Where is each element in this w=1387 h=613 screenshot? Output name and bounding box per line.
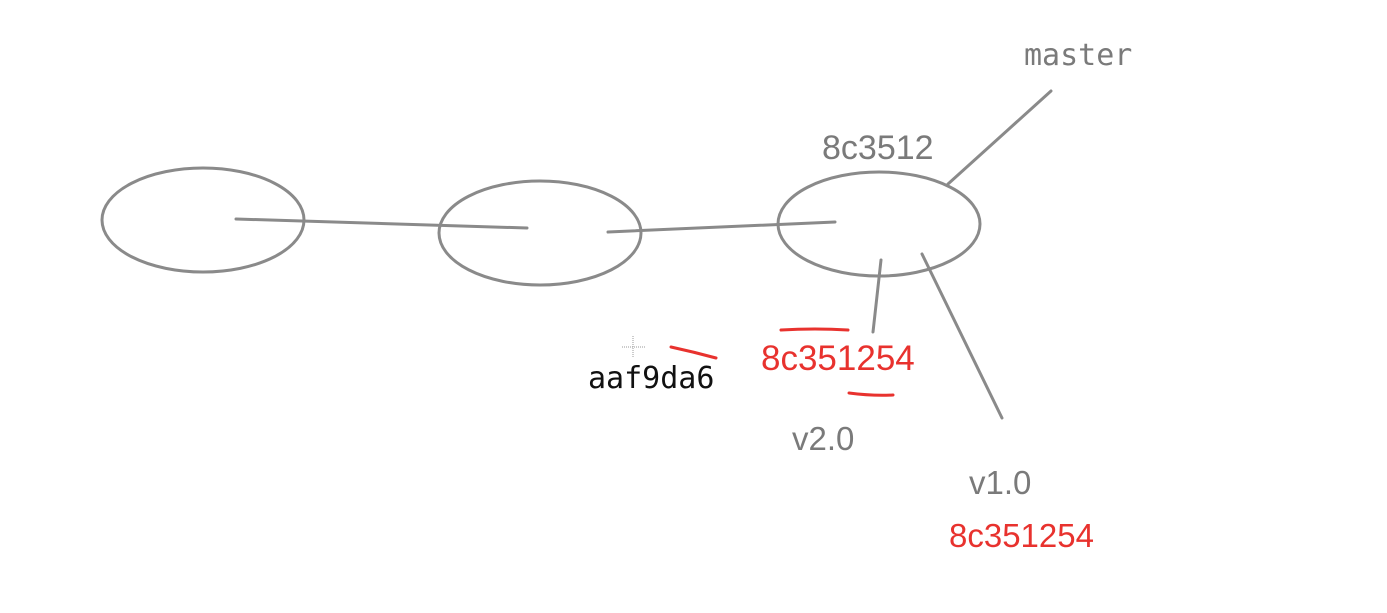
commit-edge-1-2 xyxy=(234,217,529,230)
master-pointer-line xyxy=(946,89,1053,186)
v1-tag-pointer-line xyxy=(920,252,1004,420)
v2-tag-label: v2.0 xyxy=(792,420,855,457)
commit-edge-2-3 xyxy=(606,220,837,234)
v1-tag-label: v1.0 xyxy=(969,464,1032,501)
highlight-stroke-bottom xyxy=(847,391,895,397)
prior-commit-hash-label: aaf9da6 xyxy=(588,361,715,396)
v1-commit-hash-label: 8c351254 xyxy=(949,517,1094,554)
master-branch-label: master xyxy=(1024,38,1133,73)
head-commit-hash-label: 8c3512 xyxy=(822,129,934,167)
v2-commit-hash-label: 8c351254 xyxy=(761,339,915,378)
cursor-crosshair-icon xyxy=(622,336,645,358)
commit-node-2 xyxy=(437,179,643,287)
highlight-stroke-aaf9da6 xyxy=(669,345,718,360)
highlight-stroke-top xyxy=(779,327,850,332)
v2-tag-pointer-line xyxy=(871,258,883,334)
